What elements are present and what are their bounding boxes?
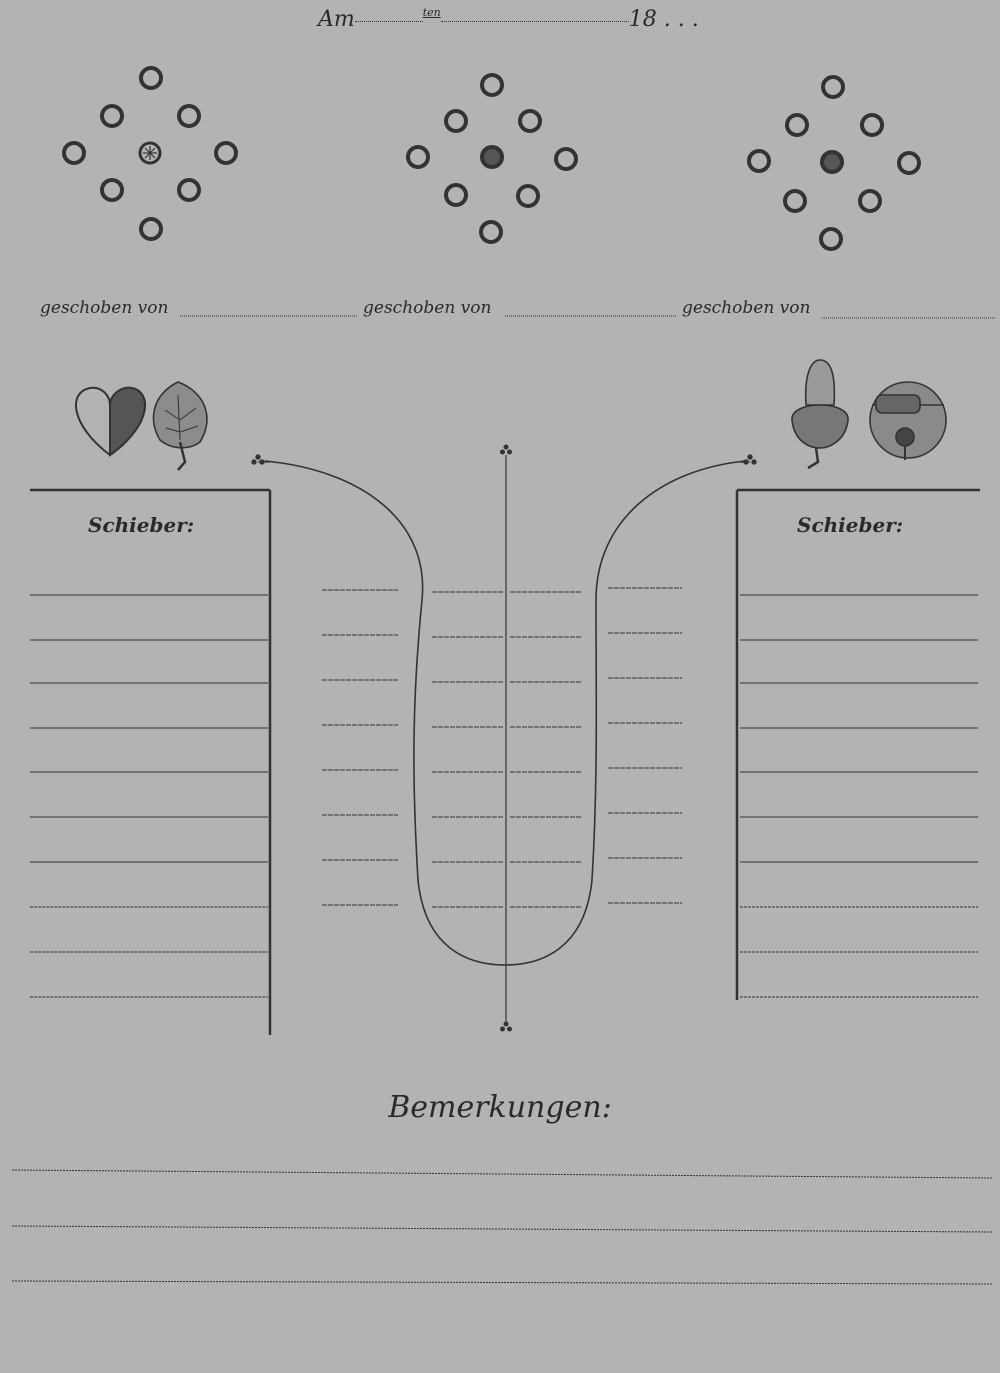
pusher-lines bbox=[180, 315, 995, 319]
right-scoring-panel bbox=[735, 488, 980, 1000]
left-arrow-clover bbox=[251, 454, 270, 465]
pusher-label-2: geschoben von bbox=[363, 298, 492, 318]
heart-icon bbox=[75, 386, 146, 457]
ten-label: ten bbox=[422, 6, 441, 19]
am-label: Am bbox=[318, 7, 355, 32]
center-clover-top bbox=[500, 444, 512, 455]
right-panel-title: Schieber: bbox=[797, 513, 904, 537]
king-pin-1 bbox=[143, 146, 157, 160]
acorn-icon bbox=[791, 359, 849, 470]
year-label: 18 . . . bbox=[628, 7, 699, 32]
pin-diamond-3 bbox=[747, 75, 921, 251]
u-track bbox=[264, 455, 746, 1022]
remarks-title: Bemerkungen: bbox=[388, 1090, 612, 1125]
left-panel-title: Schieber: bbox=[88, 513, 195, 537]
left-scoring-panel bbox=[30, 488, 272, 1035]
pusher-label-3: geschoben von bbox=[682, 298, 811, 318]
pin-diamond-1 bbox=[62, 66, 238, 241]
day-field[interactable] bbox=[354, 20, 423, 22]
pusher-label-1: geschoben von bbox=[40, 298, 169, 318]
remarks-lines bbox=[11, 1169, 993, 1285]
date-header: Am ten 18 . . . bbox=[318, 6, 699, 32]
left-score-lines bbox=[30, 594, 268, 998]
right-arrow-clover bbox=[738, 454, 757, 465]
center-clover-bottom bbox=[500, 1021, 512, 1032]
center-score-lines bbox=[322, 587, 682, 908]
bell-icon bbox=[869, 381, 947, 460]
pin-diamond-2 bbox=[406, 73, 578, 244]
leaf-icon bbox=[152, 381, 208, 471]
month-field[interactable] bbox=[440, 20, 629, 22]
right-score-lines bbox=[740, 594, 978, 998]
